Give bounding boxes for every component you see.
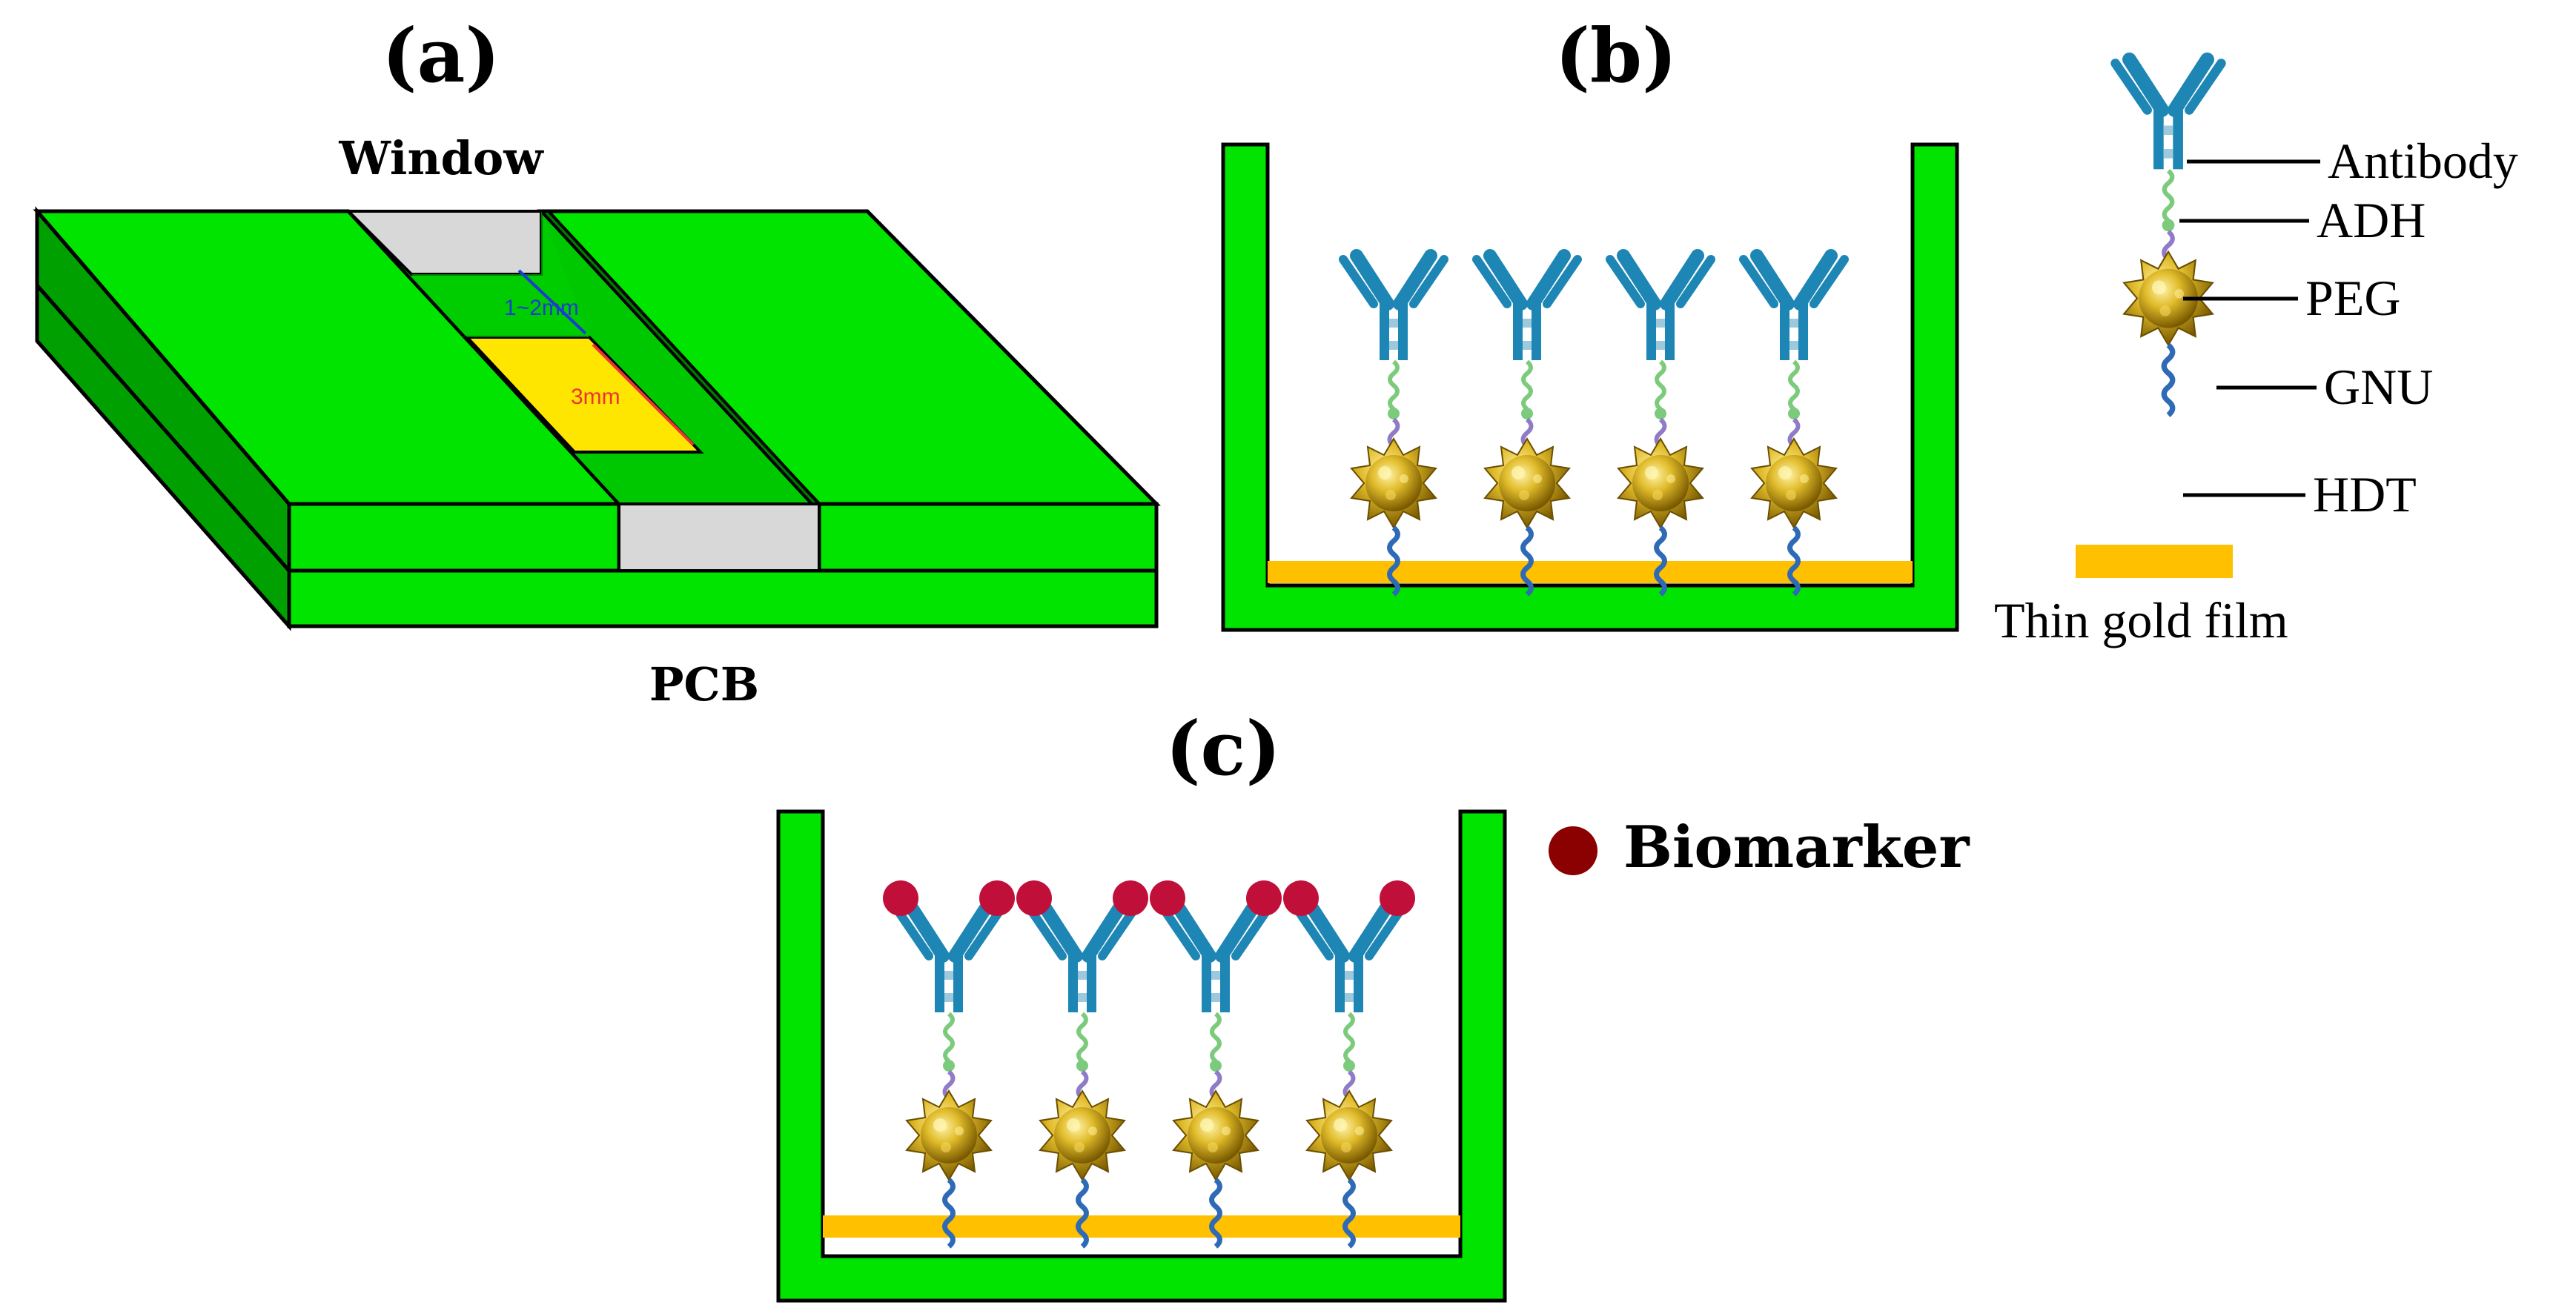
construct-c-3: [1150, 880, 1282, 1247]
construct-c-1: [883, 880, 1015, 1247]
legend-adh: ADH: [2317, 192, 2426, 248]
construct-b-4: [1744, 256, 1844, 594]
biomarker-label: Biomarker: [1623, 814, 1970, 881]
well-b: [1221, 142, 1959, 632]
window-front: [617, 502, 821, 572]
gold-film-c: [823, 1215, 1460, 1238]
pcb-label: PCB: [649, 657, 759, 711]
panel-a: (a) Window: [33, 12, 1161, 711]
legend-peg: PEG: [2305, 270, 2400, 326]
window-label: Window: [338, 131, 544, 185]
legend-construct: Antibody ADH PEG GNU HDT Thin gold film: [1994, 59, 2518, 648]
gold-film-b: [1268, 561, 1913, 583]
legend-gnu: GNU: [2324, 359, 2433, 415]
legend-gold-film: [2076, 545, 2233, 578]
panel-b-label: (b): [1555, 12, 1678, 99]
legend-antibody: Antibody: [2328, 133, 2518, 189]
legend-gold-film-label: Thin gold film: [1994, 592, 2288, 648]
construct-c-4: [1283, 880, 1415, 1247]
construct-c-2: [1016, 880, 1148, 1247]
construct-b-2: [1477, 256, 1577, 594]
construct-b-1: [1343, 256, 1444, 594]
panel-c-label: (c): [1165, 705, 1281, 792]
panel-a-label: (a): [382, 12, 500, 99]
legend-hdt: HDT: [2313, 466, 2417, 522]
pcb-board: 1~2mm 3mm: [33, 206, 1161, 631]
dim-gap-label: 1~2mm: [504, 296, 579, 320]
dim-width-label: 3mm: [571, 385, 620, 409]
construct-b-3: [1610, 256, 1711, 594]
panel-c: (c) Biomarker: [776, 705, 1970, 1303]
biomarker-legend-dot: [1549, 826, 1597, 875]
panel-b: (b) Antibody ADH PEG GNU HDT Thin gold f…: [1221, 12, 2518, 648]
well-c: [776, 809, 1507, 1303]
